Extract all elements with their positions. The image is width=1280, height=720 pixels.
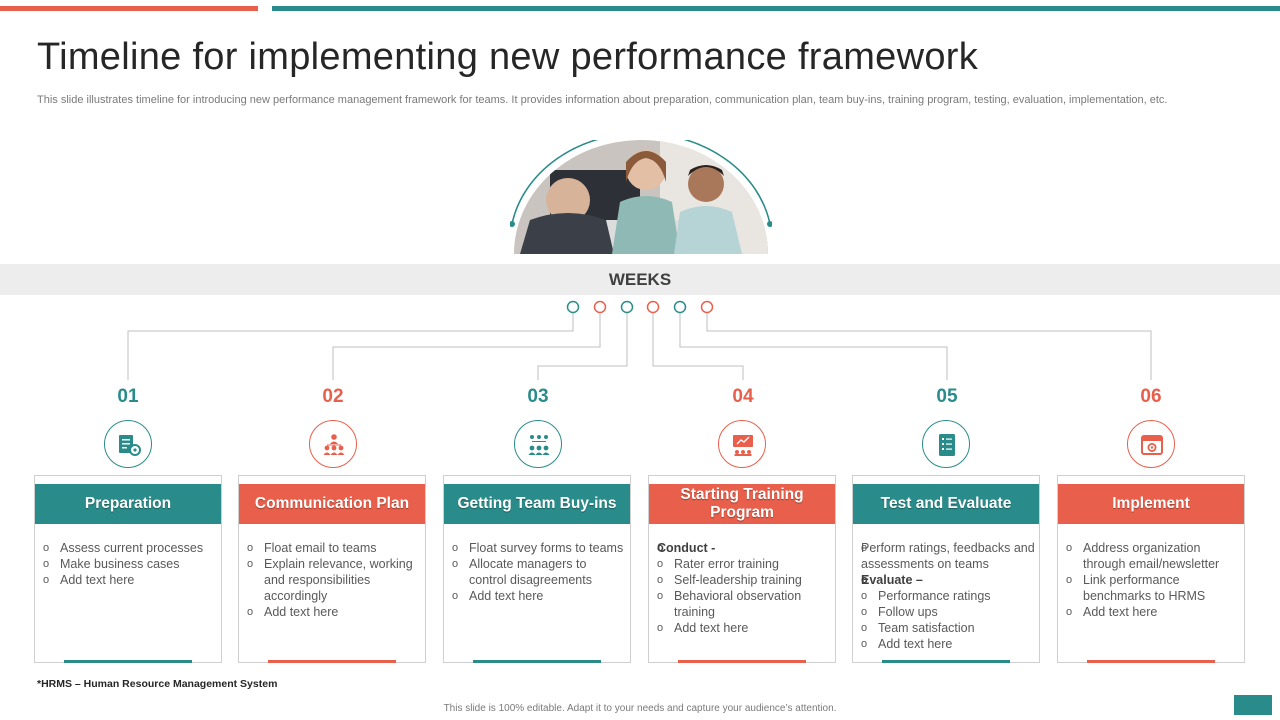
- weeks-label: WEEKS: [608, 270, 672, 289]
- detail-item: Behavioral observation training: [655, 588, 831, 620]
- detail-heading: Evaluate –: [859, 572, 1035, 588]
- detail-item: Address organization through email/newsl…: [1064, 540, 1240, 572]
- detail-heading: Conduct -: [655, 540, 831, 556]
- team-network-icon: [514, 420, 562, 468]
- detail-item: Add text here: [450, 588, 626, 604]
- detail-item: Add text here: [655, 620, 831, 636]
- phase-card: Preparation Assess current processes Mak…: [34, 475, 222, 663]
- phase-card: Starting Training Program Conduct - Rate…: [648, 475, 836, 663]
- team-meeting-photo: [510, 140, 772, 254]
- corner-accent: [1234, 695, 1272, 715]
- detail-item: Add text here: [859, 636, 1035, 652]
- detail-item: Float survey forms to teams: [450, 540, 626, 556]
- phase-title: Starting Training Program: [649, 484, 835, 524]
- phase-number: 06: [1140, 386, 1162, 407]
- phase-details: Conduct - Rater error training Self-lead…: [655, 540, 831, 636]
- phase-number: 02: [322, 386, 344, 407]
- phase-details: Float email to teams Explain relevance, …: [245, 540, 421, 620]
- top-accent-bar-coral: [0, 6, 258, 11]
- browser-settings-icon: [1127, 420, 1175, 468]
- phase-details: Assess current processes Make business c…: [41, 540, 217, 588]
- detail-item: Add text here: [245, 604, 421, 620]
- detail-item: Make business cases: [41, 556, 217, 572]
- phase-card: Implement Address organization through e…: [1057, 475, 1245, 663]
- phase-details: Address organization through email/newsl…: [1064, 540, 1240, 620]
- weeks-band: [0, 264, 1280, 295]
- team-hierarchy-icon: [309, 420, 357, 468]
- phase-title: Implement: [1058, 484, 1244, 524]
- week-dot-3: [620, 300, 634, 314]
- detail-item: Float email to teams: [245, 540, 421, 556]
- detail-item: Allocate managers to control disagreemen…: [450, 556, 626, 588]
- card-accent: [64, 660, 192, 663]
- detail-item: Add text here: [41, 572, 217, 588]
- footer-text: This slide is 100% editable. Adapt it to…: [443, 703, 837, 714]
- card-accent: [678, 660, 806, 663]
- card-accent: [1087, 660, 1215, 663]
- phase-title: Test and Evaluate: [853, 484, 1039, 524]
- detail-item: Explain relevance, working and responsib…: [245, 556, 421, 604]
- week-dot-4: [646, 300, 660, 314]
- phase-number: 05: [936, 386, 958, 407]
- week-dot-1: [566, 300, 580, 314]
- card-accent: [268, 660, 396, 663]
- detail-item: Self-leadership training: [655, 572, 831, 588]
- week-dot-5: [673, 300, 687, 314]
- card-accent: [882, 660, 1010, 663]
- evaluation-list-icon: [922, 420, 970, 468]
- detail-item: Performance ratings: [859, 588, 1035, 604]
- phase-number: 04: [732, 386, 754, 407]
- detail-item: Rater error training: [655, 556, 831, 572]
- detail-item: Link performance benchmarks to HRMS: [1064, 572, 1240, 604]
- phase-title: Communication Plan: [239, 484, 425, 524]
- detail-item: Follow ups: [859, 604, 1035, 620]
- phase-number: 03: [527, 386, 549, 407]
- phase-details: Float survey forms to teams Allocate man…: [450, 540, 626, 604]
- phase-title: Preparation: [35, 484, 221, 524]
- detail-text: Perform ratings, feedbacks and assessmen…: [859, 540, 1035, 572]
- footnote: *HRMS – Human Resource Management System: [37, 678, 278, 690]
- top-accent-bar-teal: [272, 6, 1280, 11]
- phase-card: Getting Team Buy-ins Float survey forms …: [443, 475, 631, 663]
- phase-details: Perform ratings, feedbacks and assessmen…: [859, 540, 1035, 652]
- phase-card: Test and Evaluate Perform ratings, feedb…: [852, 475, 1040, 663]
- week-dot-6: [700, 300, 714, 314]
- slide-subtitle: This slide illustrates timeline for intr…: [37, 94, 1168, 106]
- detail-item: Team satisfaction: [859, 620, 1035, 636]
- phase-number: 01: [117, 386, 139, 407]
- week-dot-2: [593, 300, 607, 314]
- phase-title: Getting Team Buy-ins: [444, 484, 630, 524]
- card-accent: [473, 660, 601, 663]
- detail-item: Add text here: [1064, 604, 1240, 620]
- phase-card: Communication Plan Float email to teams …: [238, 475, 426, 663]
- presentation-board-icon: [718, 420, 766, 468]
- slide-title: Timeline for implementing new performanc…: [37, 36, 979, 78]
- checklist-settings-icon: [104, 420, 152, 468]
- detail-item: Assess current processes: [41, 540, 217, 556]
